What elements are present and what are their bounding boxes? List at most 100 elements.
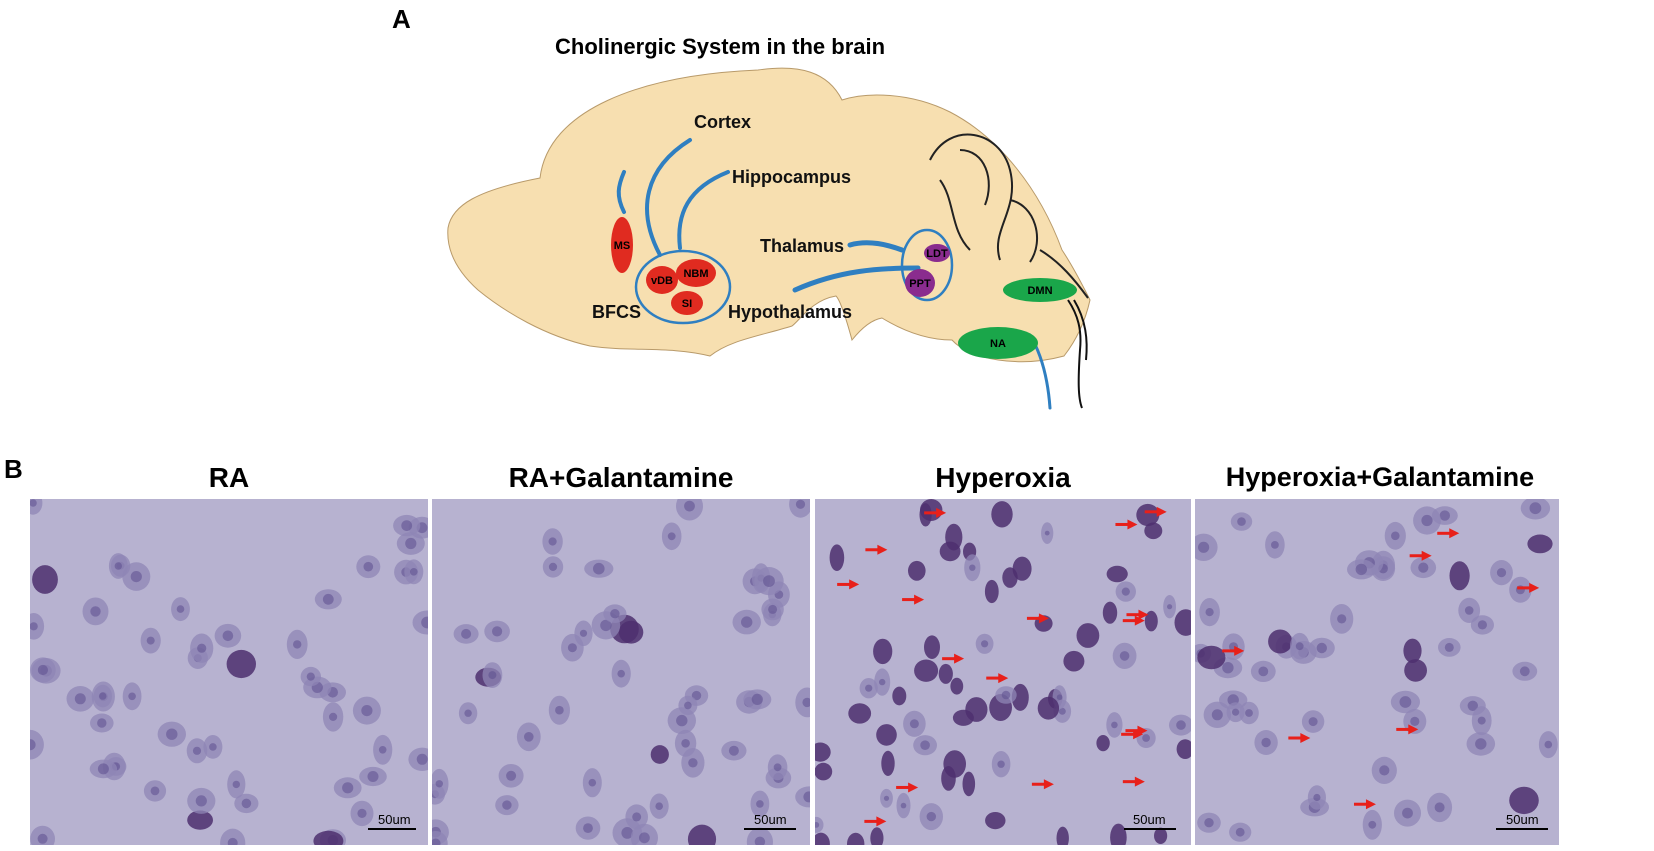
- nucleus-vdb: [646, 266, 678, 294]
- cell-nucleus: [1475, 738, 1487, 750]
- cell: [914, 659, 939, 682]
- cell-nucleus: [1222, 662, 1234, 674]
- micrograph-hyperoxia-galantamine: [1195, 499, 1559, 845]
- cell-nucleus: [241, 798, 252, 809]
- cell-nucleus: [741, 616, 753, 628]
- cell: [618, 620, 644, 644]
- cell-nucleus: [684, 500, 695, 512]
- cell: [1527, 534, 1553, 554]
- cell: [847, 832, 865, 845]
- cell-nucleus: [1205, 608, 1214, 617]
- scale-label-hyperoxia: 50um: [1133, 812, 1166, 827]
- cell-nucleus: [555, 705, 564, 715]
- red-arrow: [1396, 724, 1419, 735]
- label-hippocampus: Hippocampus: [732, 167, 851, 187]
- cell-nucleus: [600, 619, 612, 632]
- cell-nucleus: [583, 823, 593, 833]
- cell-nucleus: [728, 745, 739, 756]
- cell-nucleus: [166, 728, 178, 740]
- red-arrow: [924, 507, 947, 518]
- cell-nucleus: [751, 693, 763, 705]
- cell-nucleus: [632, 812, 642, 822]
- cell-nucleus: [1001, 690, 1011, 700]
- cell-nucleus: [1434, 802, 1445, 813]
- cell: [873, 638, 893, 665]
- cell-nucleus: [1439, 510, 1450, 521]
- cell-nucleus: [681, 739, 690, 748]
- cell: [815, 742, 831, 762]
- cell-nucleus: [1235, 827, 1245, 837]
- pathway-hypothalamus: [792, 265, 921, 293]
- cell-nucleus: [1313, 793, 1321, 802]
- cell-nucleus: [410, 568, 418, 576]
- cell-nucleus: [1198, 541, 1210, 553]
- cell-nucleus: [367, 771, 379, 782]
- scale-bar-ra-galantamine: [744, 828, 796, 830]
- cell-nucleus: [920, 740, 930, 750]
- label-bfcs: BFCS: [592, 302, 641, 322]
- cell: [187, 810, 214, 830]
- cell-nucleus: [1410, 716, 1420, 726]
- cell-nucleus: [1119, 651, 1130, 661]
- cell-nucleus: [357, 808, 367, 818]
- cell-nucleus: [909, 719, 919, 729]
- scale-label-ra-galantamine: 50um: [754, 812, 787, 827]
- cell: [1012, 556, 1032, 581]
- pathway-ms: [616, 170, 626, 214]
- cell: [984, 579, 999, 604]
- cell-nucleus: [1464, 606, 1474, 615]
- cell-nucleus: [676, 714, 688, 727]
- cell-nucleus: [74, 693, 86, 705]
- label-hypothalamus: Hypothalamus: [728, 302, 852, 322]
- cell-nucleus: [1176, 720, 1186, 730]
- cell-nucleus: [222, 630, 234, 642]
- micro-title-ra: RA: [208, 462, 250, 493]
- label-ldt: LDT: [926, 248, 948, 260]
- cell-nucleus: [37, 664, 48, 676]
- cell: [815, 816, 824, 833]
- cell: [924, 635, 940, 659]
- cell-nucleus: [421, 616, 428, 629]
- cell-nucleus: [763, 575, 775, 587]
- cell-nucleus: [883, 795, 890, 801]
- scale-bar-ra: [368, 828, 416, 830]
- cell-nucleus: [405, 537, 417, 550]
- cell: [939, 541, 961, 562]
- cell-nucleus: [502, 800, 512, 810]
- scale-bar-hyperoxia-galantamine: [1496, 828, 1548, 830]
- label-dmn: DMN: [1027, 285, 1052, 297]
- micro-title-ra-galantamine: RA+Galantamine: [508, 462, 734, 493]
- cell: [1056, 826, 1069, 845]
- cell: [746, 827, 773, 845]
- cell-nucleus: [492, 626, 503, 637]
- cell-nucleus: [1418, 562, 1429, 573]
- cell: [991, 501, 1013, 528]
- micrograph-ra-galantamine: [432, 499, 810, 845]
- cell: [1144, 610, 1158, 632]
- nucleus-si: [671, 291, 703, 315]
- micro-title-hyperoxia: Hyperoxia: [935, 462, 1071, 493]
- cell: [876, 724, 897, 746]
- cell-nucleus: [548, 562, 558, 571]
- red-arrow: [1115, 519, 1138, 530]
- cell-nucleus: [1391, 531, 1400, 541]
- cell: [870, 827, 884, 845]
- label-na: NA: [990, 338, 1006, 350]
- cell-nucleus: [691, 690, 702, 701]
- cell-nucleus: [114, 562, 123, 570]
- cell-nucleus: [461, 628, 472, 639]
- cell-nucleus: [754, 836, 766, 845]
- nucleus-ms: [611, 217, 633, 273]
- label-ms: MS: [614, 240, 631, 252]
- red-arrow: [1126, 609, 1149, 620]
- cell: [952, 709, 974, 726]
- cell-nucleus: [969, 564, 976, 571]
- cell-nucleus: [361, 705, 373, 717]
- cell-nucleus: [1271, 541, 1279, 549]
- cell-nucleus: [322, 593, 334, 605]
- cell-nucleus: [926, 811, 936, 822]
- cell-nucleus: [1421, 514, 1433, 527]
- red-arrow: [865, 544, 888, 555]
- label-ppt: PPT: [909, 278, 931, 290]
- red-arrow: [902, 594, 925, 605]
